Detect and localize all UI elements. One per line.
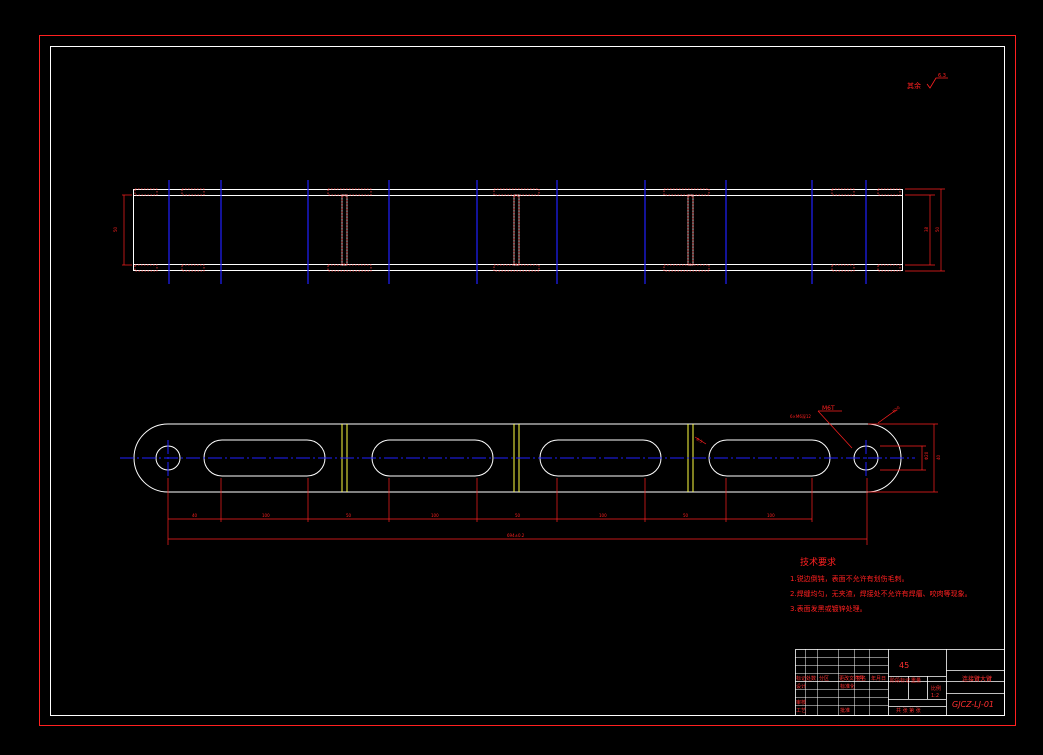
sign-label: 签名 — [856, 675, 866, 682]
std-label: 标准化 — [840, 683, 855, 690]
top-view-center-lines — [168, 180, 867, 284]
dim-front-right-height: 40 — [936, 454, 941, 460]
weld-hatching — [134, 188, 901, 272]
dim-seg-5: 50 — [515, 513, 521, 518]
dim-seg-8: 100 — [767, 513, 775, 518]
leader-note-thread: M6T — [822, 405, 835, 412]
dim-seg-7: 50 — [683, 513, 689, 518]
dim-seg-3: 50 — [346, 513, 352, 518]
inner-border — [50, 46, 1005, 716]
title-block: 45 连接臂大臂 GJCZ-LJ-01 比例 1:2 阶段标记 重量 共 张 第… — [795, 649, 1005, 716]
partition-plate-1 — [341, 194, 348, 266]
outer-frame — [39, 35, 1016, 726]
dim-seg-4: 100 — [431, 513, 439, 518]
top-view: 50 38 50 — [113, 180, 945, 284]
dim-seg-6: 100 — [599, 513, 607, 518]
partition-plate-2 — [513, 194, 520, 266]
surface-mark-label: 其余 — [907, 81, 921, 90]
change-label: 更改文件号 — [839, 675, 864, 682]
sheet-label: 共 张 第 张 — [896, 707, 921, 714]
dim-seg-1: 40 — [192, 513, 198, 518]
dim-top-left-height: 50 — [113, 226, 118, 232]
front-view: M6T 6×M6深12 R20 8.5 40 Φ20 — [120, 405, 941, 545]
part-name: 连接臂大臂 — [962, 675, 992, 683]
material-label: 45 — [899, 661, 909, 670]
scale-value: 1:2 — [931, 693, 939, 699]
dim-overall: 694±0.2 — [507, 533, 525, 538]
dim-seg-2: 100 — [262, 513, 270, 518]
partition-plate-3 — [687, 194, 694, 266]
tech-req-line-3: 3.表面发黑或镀锌处理。 — [790, 604, 867, 613]
tech-req-title: 技术要求 — [800, 556, 836, 568]
craft-label: 工艺 — [796, 708, 806, 714]
roughness-symbol-icon — [926, 77, 948, 89]
dim-top-right-height: 50 — [935, 226, 940, 232]
scale-label: 比例 — [931, 685, 941, 692]
stage-label: 阶段标记 — [890, 677, 910, 684]
tech-req-line-2: 2.焊缝均匀，无夹渣，焊接处不允许有焊瘤、咬肉等现象。 — [790, 589, 972, 598]
front-view-center-lines — [120, 440, 915, 476]
front-view-leaders — [694, 409, 897, 449]
date-label: 年月日 — [871, 675, 886, 682]
top-view-dimensions — [122, 188, 945, 272]
surface-value: 6.3 — [938, 73, 946, 79]
dim-front-right-hole: Φ20 — [924, 451, 929, 460]
zone-label: 分区 — [819, 675, 829, 682]
approve-label: 批准 — [840, 707, 850, 714]
design-label: 设计 — [796, 683, 806, 690]
dim-top-right-inner: 38 — [924, 226, 929, 232]
drawing-number: GJCZ-LJ-01 — [952, 700, 994, 709]
front-view-right-dims — [868, 423, 938, 493]
section-mark: 8.5 — [696, 437, 704, 445]
leader-note-radius: R20 — [891, 405, 901, 414]
check-label: 审核 — [796, 699, 806, 706]
leader-note-holes: 6×M6深12 — [790, 413, 811, 419]
tech-requirements: 技术要求 1.锐边倒钝，表面不允许有划伤毛刺。 2.焊缝均匀，无夹渣，焊接处不允… — [790, 556, 972, 613]
mark-label: 标记 — [796, 675, 806, 682]
count-label: 处数 — [806, 675, 816, 682]
weight-label: 重量 — [911, 677, 921, 684]
surface-roughness-note: 其余 6.3 — [907, 73, 948, 90]
tech-req-line-1: 1.锐边倒钝，表面不允许有划伤毛刺。 — [790, 574, 909, 583]
front-view-bottom-dims — [167, 478, 868, 545]
